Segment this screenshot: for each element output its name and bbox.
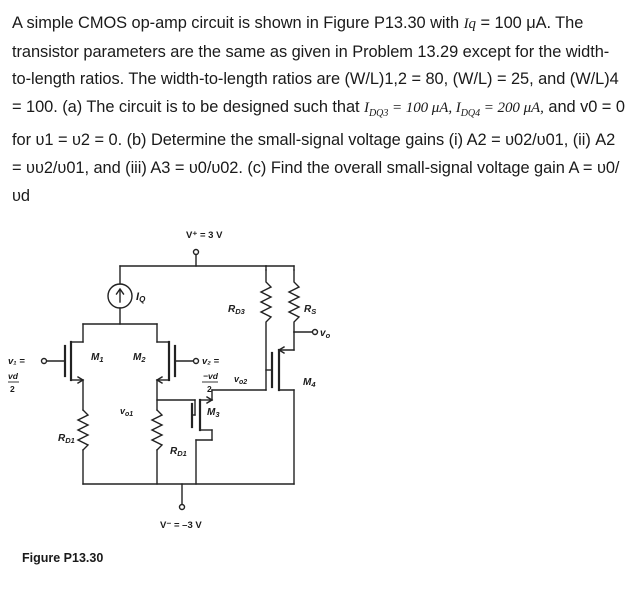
iq-label: IQ [136,291,146,304]
v2-frac-num: −vd [203,371,219,381]
vplus-terminal [192,248,200,256]
problem-part2: = 100 μA. The transistor parameters are … [12,14,619,116]
m4-label: M4 [303,377,316,389]
rd1-right-label: RD1 [170,446,187,458]
v1-frac-num: vd [8,371,19,381]
rd3-label: RD3 [228,304,246,316]
circuit-diagram: V⁺ = 3 V V⁻ = –3 V IQ RD3 RS vo M1 M2 M3… [8,230,331,531]
vo1-label: vo1 [120,406,133,418]
idq3-expression: IDQ3 = 100 μA, IDQ4 = 200 μA, [364,99,544,119]
rd1-left-label: RD1 [58,433,75,445]
vo-terminal [311,328,319,336]
m3-label: M3 [207,407,220,419]
resistor-rd3 [259,269,273,391]
m2-label: M2 [133,352,146,364]
problem-statement: A simple CMOS op-amp circuit is shown in… [12,10,626,210]
m1-label: M1 [91,352,104,364]
vminus-terminal [178,503,186,511]
v2-frac-den: 2 [207,384,212,394]
vo2-label: vo2 [234,374,247,386]
vminus-label: V⁻ = –3 V [160,520,202,531]
v1-label: v₁ = [8,356,25,367]
figure-caption: Figure P13.30 [22,551,104,565]
resistor-rd1-right [150,409,164,451]
resistor-rs [287,269,301,333]
resistor-rd1-left [76,409,90,451]
v2-label: v₂ = [202,356,220,367]
vo-label: vo [320,328,331,340]
rs-label: RS [304,304,316,316]
vplus-label: V⁺ = 3 V [186,230,223,241]
problem-part3: and v0 = 0 for υ1 = υ2 = 0. (b) Determin… [12,97,625,205]
iq-symbol: Iq [463,16,476,32]
v1-frac-den: 2 [10,384,15,394]
problem-part1: A simple CMOS op-amp circuit is shown in… [12,14,464,32]
